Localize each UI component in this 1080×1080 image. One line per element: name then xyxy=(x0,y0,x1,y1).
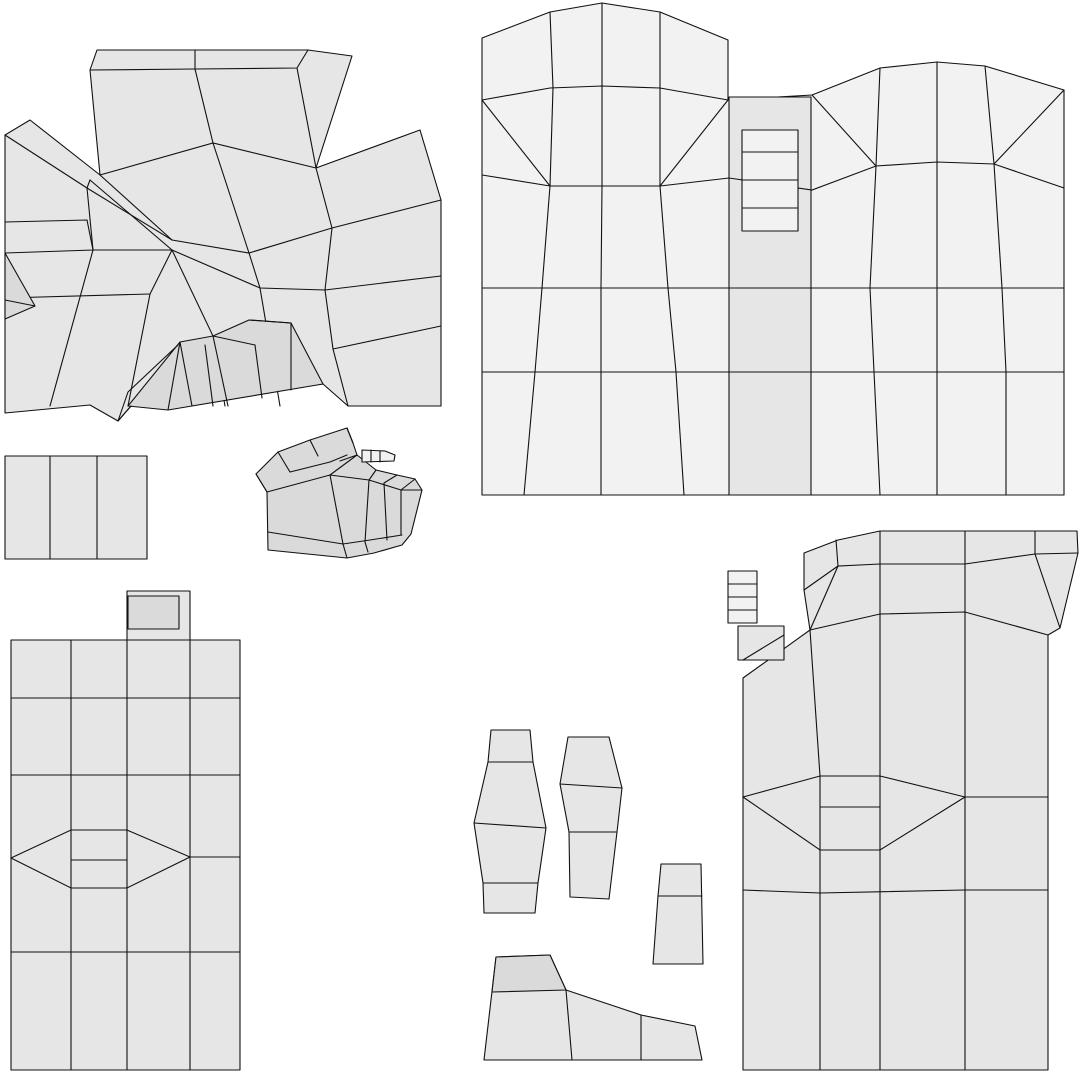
uv-island-small-curved-shell xyxy=(255,427,423,559)
uv-island-tapered-strip xyxy=(652,863,704,965)
uv-island-top-left-shell xyxy=(4,49,442,422)
uv-island-tiny-strip xyxy=(361,449,396,463)
uv-island-capsule-a xyxy=(473,729,547,914)
uv-island-bottom-left-grid xyxy=(10,590,241,1071)
uv-island-capsule-b xyxy=(559,736,623,900)
uv-island-boot-shell xyxy=(483,954,703,1061)
uv-island-bottom-right-shell xyxy=(727,530,1079,1071)
uv-island-small-rectangle xyxy=(4,455,148,560)
uv-island-top-right-shell xyxy=(481,2,1065,496)
